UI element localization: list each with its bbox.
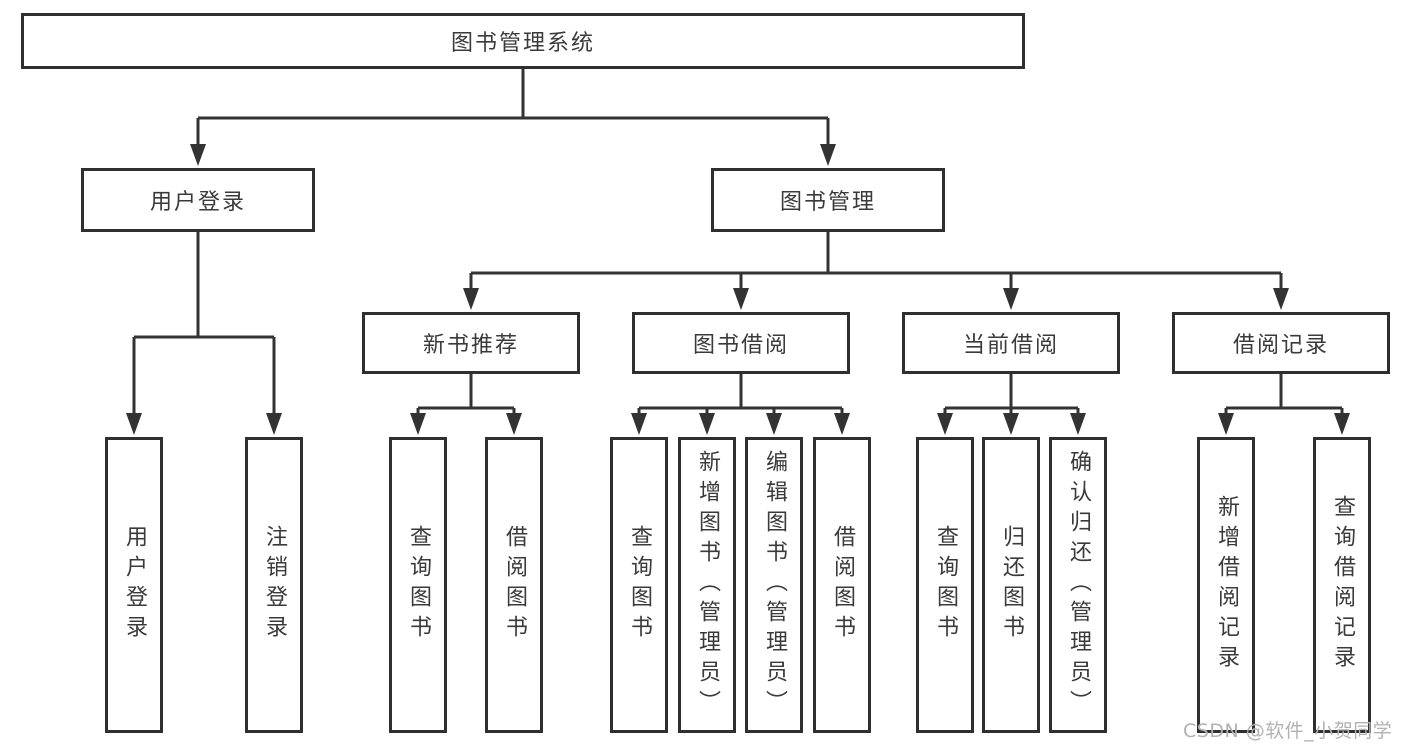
arrowhead: [820, 144, 836, 166]
node-book-borrow: 图书借阅: [632, 312, 850, 374]
arrowhead: [733, 288, 749, 310]
node-library-system: 图书管理系统: [21, 13, 1025, 69]
arrowhead: [1273, 288, 1289, 310]
node-borrow-records: 借阅记录: [1172, 312, 1390, 374]
arrowhead: [190, 144, 206, 166]
leaf-borrow-books-recommend: 借阅图书: [485, 437, 543, 733]
leaf-logout-login: 注销登录: [245, 437, 303, 733]
arrowhead: [1003, 413, 1019, 435]
leaf-query-books-recommend: 查询图书: [389, 437, 447, 733]
node-new-book-recommend: 新书推荐: [362, 312, 580, 374]
leaf-add-book-admin: 新增图书（管理员）: [678, 437, 736, 733]
arrowhead: [1218, 413, 1234, 435]
connector-bookmgmt-to-level3: [469, 232, 1283, 292]
leaf-return-book: 归还图书: [982, 437, 1040, 733]
leaf-borrow-books: 借阅图书: [813, 437, 871, 733]
arrowhead: [937, 413, 953, 435]
arrowhead: [1003, 288, 1019, 310]
connector-root-to-level2: [196, 69, 830, 148]
connector-borrowrecords-to-leaves: [1224, 374, 1344, 418]
csdn-watermark: CSDN @软件_小贺同学: [1183, 720, 1393, 742]
arrowhead: [631, 413, 647, 435]
leaf-confirm-return-admin: 确认归还（管理员）: [1049, 437, 1107, 733]
connector-bookborrow-to-leaves: [637, 374, 844, 418]
arrowhead: [834, 413, 850, 435]
arrowhead: [126, 413, 142, 435]
leaf-add-borrow-record: 新增借阅记录: [1197, 437, 1255, 733]
arrowhead: [463, 288, 479, 310]
connector-currentborrow-to-leaves: [943, 374, 1080, 418]
arrowhead: [1070, 413, 1086, 435]
node-book-management: 图书管理: [711, 168, 945, 232]
node-user-login-module: 用户登录: [81, 168, 315, 232]
connector-userlogin-to-leaves: [132, 232, 276, 418]
node-current-borrow: 当前借阅: [902, 312, 1120, 374]
leaf-user-login: 用户登录: [105, 437, 163, 733]
arrowhead: [266, 413, 282, 435]
arrowhead: [410, 413, 426, 435]
arrowhead: [766, 413, 782, 435]
arrowhead: [699, 413, 715, 435]
leaf-query-books-current: 查询图书: [916, 437, 974, 733]
arrowheads: [126, 144, 1350, 435]
leaf-query-borrow-record: 查询借阅记录: [1313, 437, 1371, 733]
arrowhead: [506, 413, 522, 435]
leaf-edit-book-admin: 编辑图书（管理员）: [745, 437, 803, 733]
leaf-query-books-borrow: 查询图书: [610, 437, 668, 733]
arrowhead: [1334, 413, 1350, 435]
connector-newbook-to-leaves: [416, 374, 516, 418]
